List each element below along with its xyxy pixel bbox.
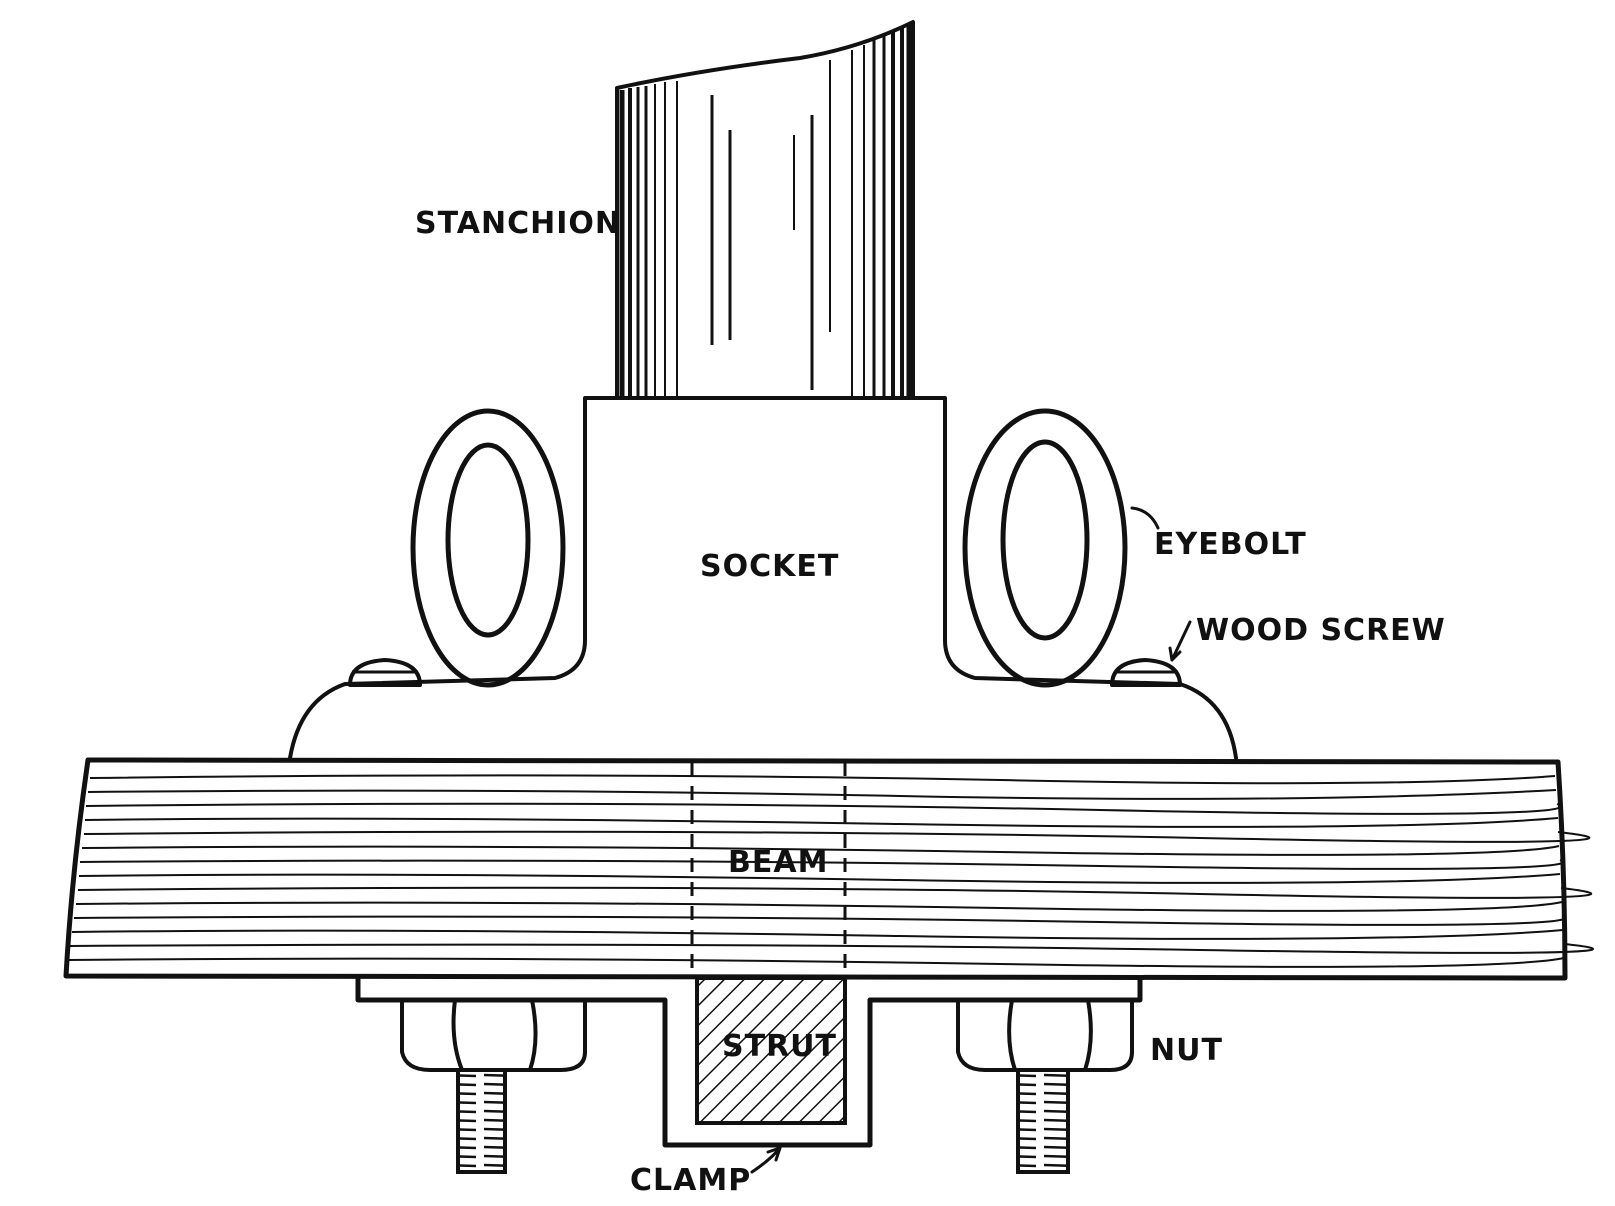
beam — [63, 757, 1595, 981]
strut — [695, 976, 847, 1125]
label-socket: SOCKET — [700, 549, 839, 584]
stanchion — [615, 20, 915, 400]
wood-screw-leader — [1168, 620, 1192, 662]
label-nut: NUT — [1150, 1033, 1223, 1068]
wood-screw-left — [348, 658, 422, 687]
eyebolt-leader — [1130, 506, 1160, 530]
label-wood-screw: WOOD SCREW — [1196, 613, 1446, 648]
stanchion-shading — [619, 25, 912, 398]
thread-left — [456, 1068, 507, 1174]
nut-right — [956, 998, 1134, 1072]
nut-left — [400, 998, 587, 1072]
label-strut: STRUT — [722, 1029, 837, 1064]
eyebolt-right — [962, 408, 1128, 688]
eyebolt-left — [410, 408, 566, 688]
label-eyebolt: EYEBOLT — [1154, 527, 1307, 562]
label-stanchion: STANCHION — [415, 206, 621, 241]
socket — [288, 396, 1238, 760]
label-beam: BEAM — [728, 845, 828, 880]
thread-right — [1016, 1068, 1070, 1174]
beam-grain — [67, 774, 1595, 968]
wood-screw-right — [1110, 658, 1182, 687]
clamp-leader — [750, 1146, 782, 1174]
clamp — [355, 975, 1143, 1148]
label-clamp: CLAMP — [630, 1163, 751, 1198]
